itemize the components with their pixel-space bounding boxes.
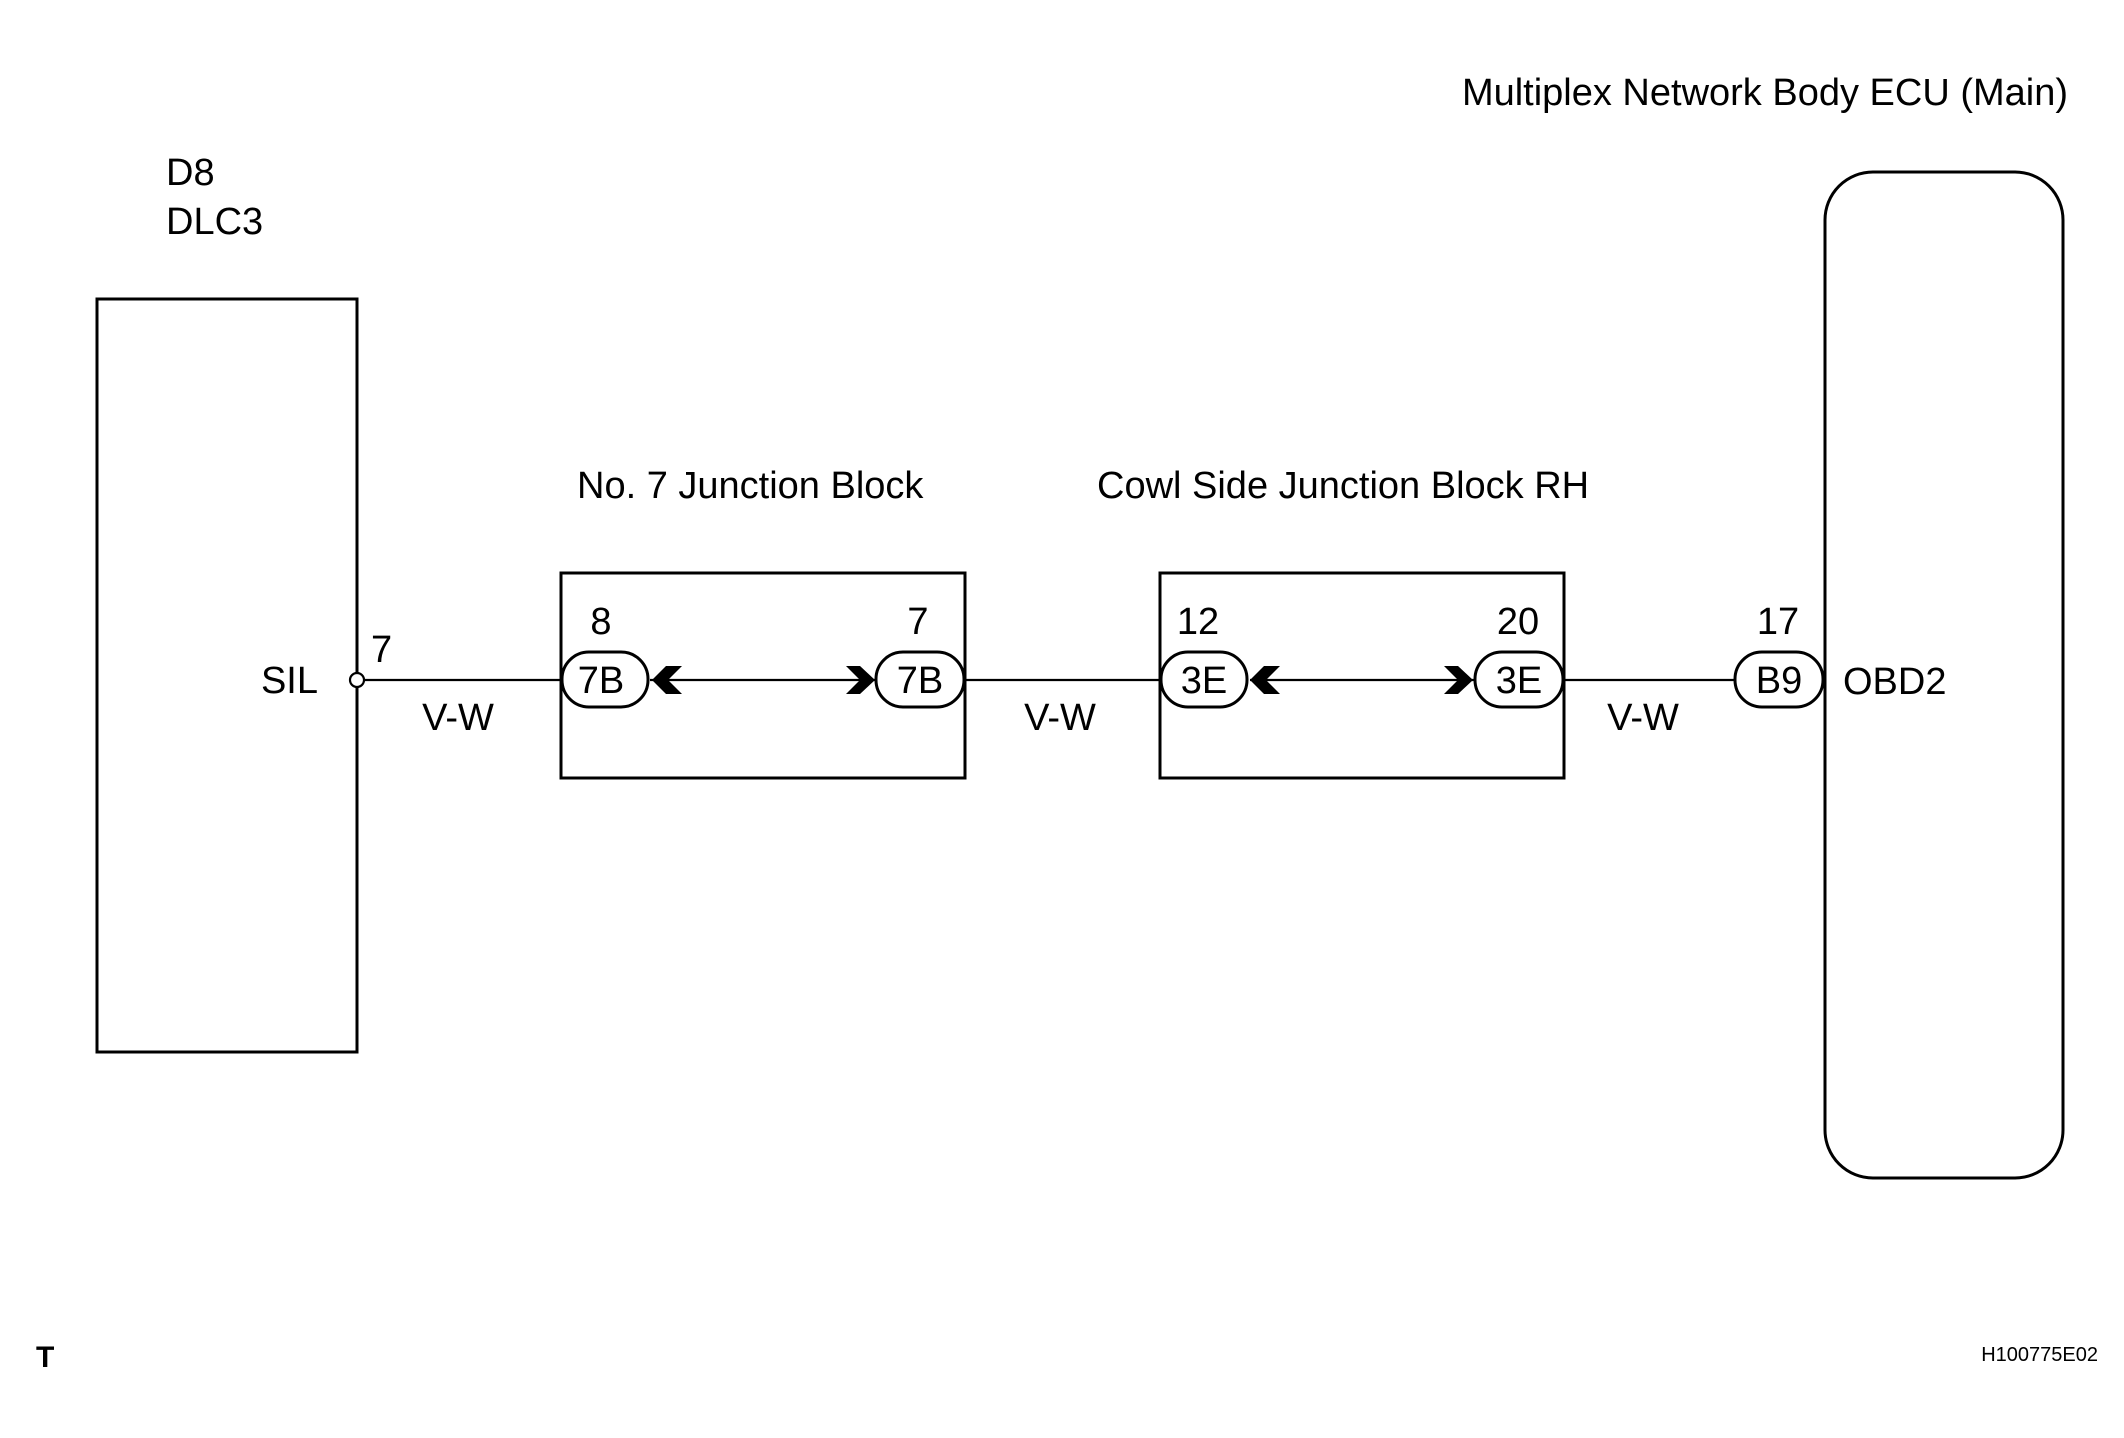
figure-id: H100775E02: [1981, 1344, 2098, 1366]
wire-color-3: V-W: [1607, 697, 1679, 739]
dlc-terminal-label: SIL: [261, 660, 318, 702]
dlc-code: D8: [166, 152, 215, 194]
ecu-box: [1823, 170, 2065, 1180]
cowl-left-connector-label: 3E: [1181, 660, 1227, 702]
no7-left-pin: 8: [590, 601, 611, 643]
corner-mark: T: [36, 1341, 54, 1374]
no7-right-pin: 7: [907, 601, 928, 643]
no7-left-connector-label: 7B: [578, 660, 624, 702]
ecu-connector-label: B9: [1756, 660, 1802, 702]
ecu-pin-number: 17: [1757, 601, 1799, 643]
dlc3-box: [95, 297, 359, 1054]
wire-color-1: V-W: [422, 697, 494, 739]
cowl-right-connector: [1473, 650, 1565, 709]
ecu-terminal-label: OBD2: [1843, 661, 1946, 703]
wire-color-2: V-W: [1024, 697, 1096, 739]
cowl-left-pin: 12: [1177, 601, 1219, 643]
dlc-name: DLC3: [166, 201, 263, 243]
no7-right-connector-label: 7B: [897, 660, 943, 702]
cowl-left-connector: [1159, 650, 1249, 709]
junction-cowl-title: Cowl Side Junction Block RH: [1097, 465, 1589, 507]
no7-right-connector: [874, 650, 966, 709]
ecu-title: Multiplex Network Body ECU (Main): [1462, 72, 2068, 114]
dlc-pin-number: 7: [371, 629, 392, 671]
no7-right-arrow-icon: [846, 666, 875, 694]
ecu-connector: [1733, 650, 1825, 709]
no7-left-connector: [560, 650, 650, 709]
cowl-right-arrow-icon: [1444, 666, 1473, 694]
cowl-right-connector-label: 3E: [1496, 660, 1542, 702]
no7-left-arrow-icon: [652, 666, 682, 694]
cowl-right-pin: 20: [1497, 601, 1539, 643]
junction-no7-title: No. 7 Junction Block: [577, 465, 924, 507]
dlc-terminal-dot: [348, 671, 366, 689]
cowl-left-arrow-icon: [1250, 666, 1280, 694]
